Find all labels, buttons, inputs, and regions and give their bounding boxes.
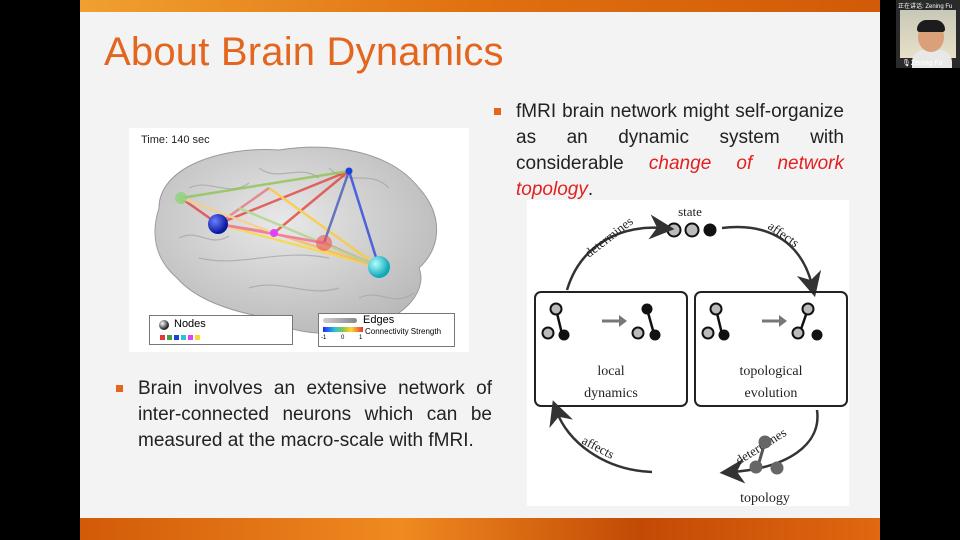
connectivity-strength-label: Connectivity Strength [365, 327, 442, 336]
node-color-swatch [195, 335, 200, 340]
scale-tick-max: 1 [359, 335, 363, 341]
bullet-brain-text: Brain involves an extensive network of i… [138, 378, 492, 451]
arrow-determines-top [565, 214, 675, 291]
topology-graph-icon [749, 435, 784, 475]
speaking-status: 正在讲话: Zening Fu [898, 4, 953, 10]
nodes-legend: Nodes [149, 315, 293, 345]
determines-top-label: determines [582, 213, 636, 260]
scale-tick-mid: 0 [341, 335, 345, 341]
brain-network-figure: Time: 140 sec [129, 128, 469, 352]
slide-title: About Brain Dynamics [104, 30, 504, 74]
nodes-legend-label: Nodes [174, 318, 206, 330]
node-green [175, 192, 187, 204]
node-color-swatch [181, 335, 186, 340]
time-label: Time: 140 sec [141, 134, 210, 146]
slide-top-bar [80, 0, 880, 12]
topological-label: topological [740, 364, 803, 379]
presentation-slide: About Brain Dynamics Time: 140 sec [80, 0, 880, 540]
speaker-video-thumbnail[interactable]: 正在讲话: Zening Fu 🎙Zening Fu [896, 0, 960, 68]
topological-evolution-box [694, 291, 848, 407]
bullet-fmri-network: fMRI brain network might self-organize a… [494, 99, 844, 203]
node-color-swatch [160, 335, 165, 340]
arrow-affects-top [721, 225, 822, 298]
node-color-swatch [188, 335, 193, 340]
bullet-square-icon [116, 385, 123, 392]
scale-tick-min: -1 [321, 335, 327, 341]
microphone-icon: 🎙 [902, 60, 911, 67]
speaker-video-feed [900, 10, 956, 68]
bullet-fmri-text: fMRI brain network might self-organize a… [516, 101, 844, 174]
slide-bottom-bar [80, 518, 880, 540]
node-red [316, 235, 332, 251]
evolution-label: evolution [745, 386, 798, 401]
local-dynamics-box [534, 291, 688, 407]
edges-legend-label: Edges [363, 314, 395, 326]
bullet-square-icon [494, 108, 501, 115]
arrow-determines-bottom [719, 409, 819, 484]
topology-label: topology [740, 491, 790, 506]
edges-legend: Edges Connectivity Strength -1 0 1 [318, 313, 455, 347]
arrow-affects-bottom [549, 400, 653, 474]
dynamics-label: dynamics [584, 386, 638, 401]
dynamics-cycle-diagram: state determines affects [527, 200, 849, 506]
local-label: local [597, 364, 624, 379]
bullet-fmri-end: . [587, 179, 594, 200]
bullet-brain-network: Brain involves an extensive network of i… [116, 376, 492, 454]
participant-name-label: 🎙Zening Fu [902, 60, 943, 67]
node-magenta [270, 229, 278, 237]
topological-evolution-graph-icon [701, 302, 823, 341]
node-color-swatch [167, 335, 172, 340]
node-cyan [368, 256, 390, 278]
brain-network-image [154, 146, 438, 334]
highlight-change-topology: change of network topology [516, 153, 844, 200]
state-label: state [678, 204, 702, 219]
affects-top-label: affects [765, 218, 802, 250]
node-blue-small [345, 167, 353, 175]
node-color-swatch [174, 335, 179, 340]
node-blue-large [208, 214, 228, 234]
local-dynamics-graph-icon [541, 302, 661, 341]
